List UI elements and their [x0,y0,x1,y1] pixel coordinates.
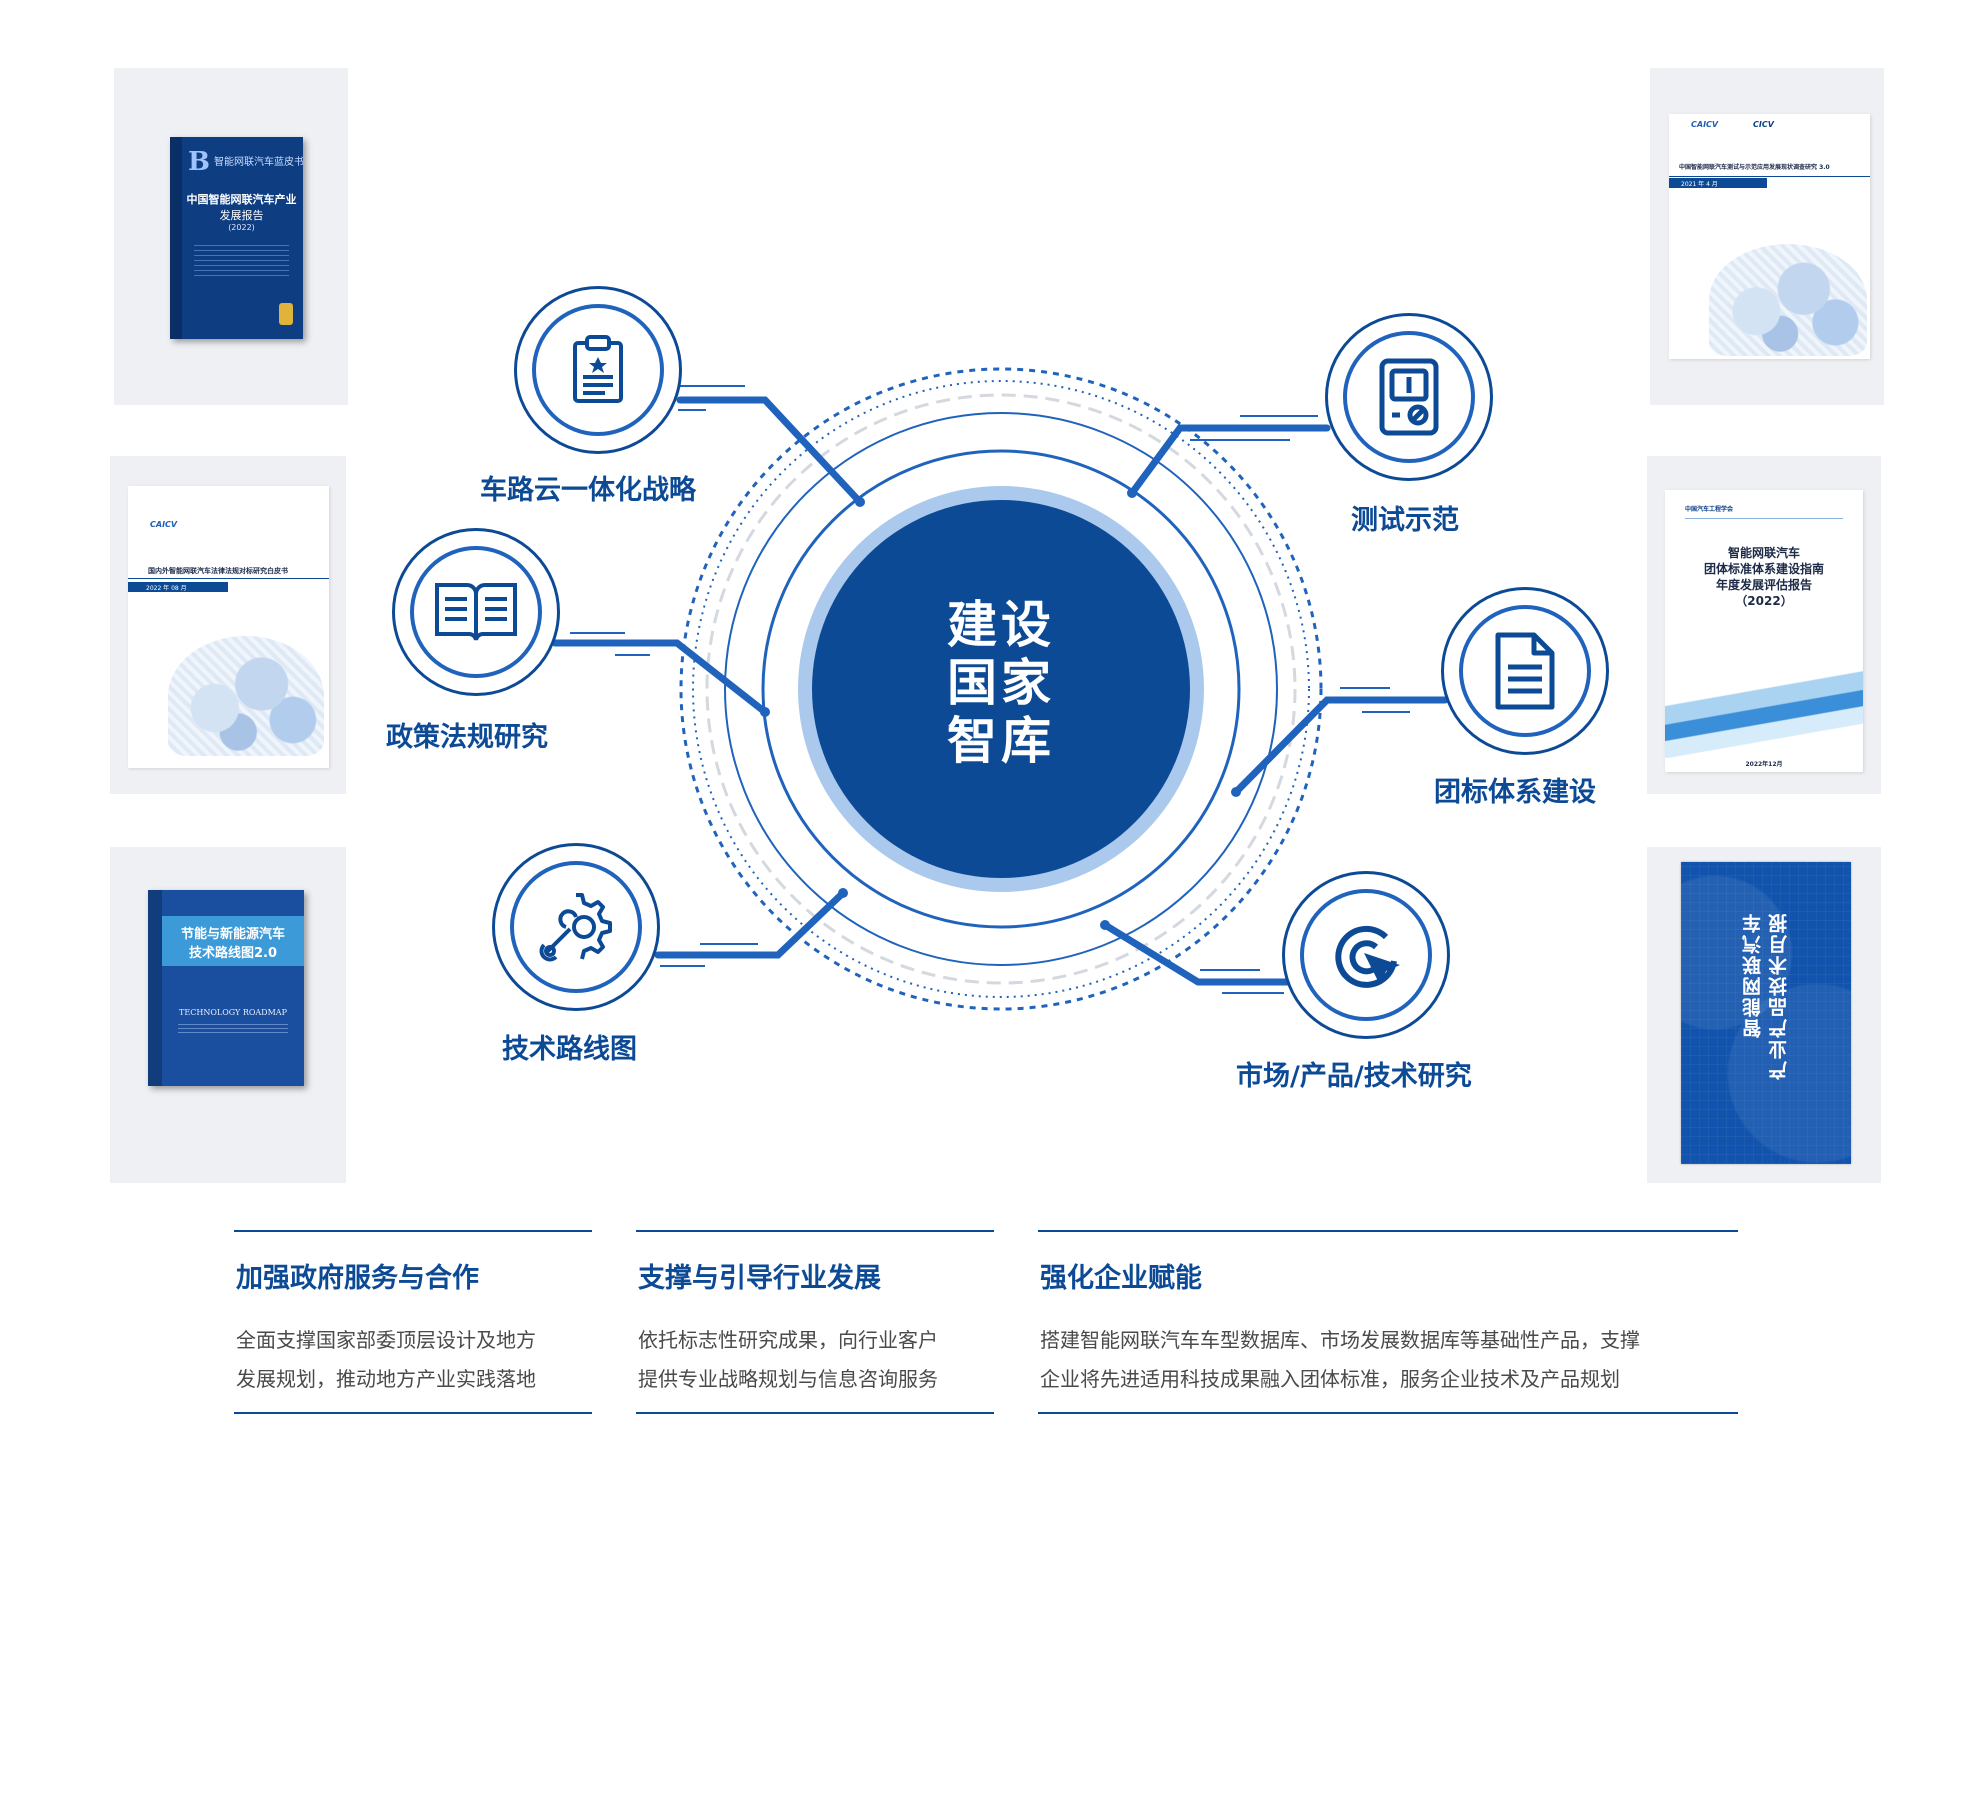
book-title: 中国智能网联汽车产业 [186,193,297,206]
book-cover-monthly-report: 智能网联汽车 产业产品技术月报 [1681,862,1851,1164]
pillar-title: 加强政府服务与合作 [236,1263,479,1294]
node-roadmap[interactable] [492,843,660,1011]
report-title-2: 团体标准体系建设指南 [1703,562,1824,576]
pillar-desc-line-1: 搭建智能网联汽车车型数据库、市场发展数据库等基础性产品，支撑 [1040,1328,1640,1352]
book-year: (2022) [228,223,255,232]
node-label-test: 测试示范 [1351,505,1459,536]
node-strategy[interactable] [514,286,682,454]
report-title: 中国智能网联汽车测试与示范应用发展现状调查研究 3.0 [1679,164,1830,171]
solid-ring-inner [761,449,1241,929]
bluebook-logo-icon: B [188,147,210,177]
node-market[interactable] [1282,871,1450,1039]
book-title-2: 技术路线图2.0 [188,946,278,961]
report-title: 智能网联汽车 [1727,546,1800,560]
hub-title: 建设 国家 智库 [812,596,1190,770]
clipboard-icon [573,335,623,403]
vehicle-cloud-icon [168,636,324,756]
connector-policy [551,639,769,716]
connector-standards [1232,696,1449,796]
connector-test [1128,424,1331,497]
report-title: 国内外智能网联汽车法律法规对标研究白皮书 [148,567,288,575]
book-cover-test-demo-survey: CAICV CICV 中国智能网联汽车测试与示范应用发展现状调查研究 3.0 2… [1669,114,1870,359]
book-decoration [194,245,289,279]
report-year: （2022） [1735,594,1793,608]
open-book-icon [435,583,517,641]
cover-pattern [1681,862,1851,1164]
meter-icon [1379,358,1439,436]
report-logo: CAICV [1691,120,1719,129]
pillar-desc-line-2: 企业将先进适用科技成果融入团体标准，服务企业技术及产品规划 [1040,1367,1620,1391]
pillar-desc-line-2: 发展规划，推动地方产业实践落地 [236,1367,536,1391]
hub-core: 建设 国家 智库 [812,500,1190,878]
pillar-industry: 支撑与引导行业发展 依托标志性研究成果，向行业客户 提供专业战略规划与信息咨询服… [636,1230,994,1414]
report-logo-2: CICV [1753,120,1774,129]
book-title-2: 发展报告 [219,209,264,222]
book-subtitle: TECHNOLOGY ROADMAP [179,1008,287,1017]
report-title-3: 年度发展评估报告 [1715,578,1812,592]
pillar-government: 加强政府服务与合作 全面支撑国家部委顶层设计及地方 发展规划，推动地方产业实践落… [234,1230,592,1414]
book-decoration [178,1024,288,1036]
hub-title-line-3: 智库 [947,712,1055,770]
node-label-standards: 团标体系建设 [1434,777,1596,808]
connector-strategy [676,396,864,506]
outer-dashed-ring [679,367,1323,1011]
pillar-enterprise: 强化企业赋能 搭建智能网联汽车车型数据库、市场发展数据库等基础性产品，支撑 企业… [1038,1230,1738,1414]
document-icon [1495,632,1555,710]
node-label-strategy: 车路云一体化战略 [480,475,696,506]
book-spine [170,137,182,339]
target-cursor-icon [1335,925,1400,988]
book-cover-ica-report: B 智能网联汽车蓝皮书 中国智能网联汽车产业 发展报告 (2022) [170,137,303,339]
report-rule [1669,176,1870,177]
pillar-title: 支撑与引导行业发展 [638,1263,881,1294]
connector-market [1101,921,1293,986]
node-label-market: 市场/产品/技术研究 [1236,1061,1472,1092]
report-rule [1685,518,1843,519]
node-test[interactable] [1325,313,1493,481]
book-spine [148,890,162,1086]
report-date-bar: 2022 年 08 月 [128,582,228,592]
solid-ring-outer [724,412,1278,966]
report-date: 2022 年 08 月 [146,585,187,592]
book-series: 智能网联汽车蓝皮书 [214,157,303,168]
gray-dashed-ring [705,393,1297,985]
node-label-roadmap: 技术路线图 [502,1034,637,1065]
hub-title-line-2: 国家 [947,654,1055,712]
wrench-gear-icon [539,893,612,962]
report-date-bar: 2021 年 4 月 [1669,178,1767,188]
pillar-title: 强化企业赋能 [1040,1263,1202,1294]
node-label-policy: 政策法规研究 [386,722,548,753]
book-badge-icon [279,303,293,325]
vehicle-cloud-icon [1709,244,1867,356]
hub-title-line-1: 建设 [947,596,1055,654]
report-logo: CAICV [150,520,178,529]
node-policy[interactable] [392,528,560,696]
book-cover-law-whitepaper: CAICV 国内外智能网联汽车法律法规对标研究白皮书 2022 年 08 月 [128,486,329,768]
report-rule [128,578,329,579]
pillar-desc-line-2: 提供专业战略规划与信息咨询服务 [638,1367,938,1391]
book-cover-tech-roadmap: 节能与新能源汽车 技术路线图2.0 TECHNOLOGY ROADMAP [148,890,304,1086]
wave-decoration [1665,668,1863,758]
node-standards[interactable] [1441,587,1609,755]
report-date: 2021 年 4 月 [1681,181,1718,188]
dotted-ring [692,380,1310,998]
report-logo: 中国汽车工程学会 [1685,506,1734,513]
pillar-desc-line-1: 全面支撑国家部委顶层设计及地方 [236,1328,536,1352]
connector-roadmap [654,889,847,959]
book-header-band [162,916,304,966]
book-title: 节能与新能源汽车 [180,927,285,942]
book-cover-standard-guide: 中国汽车工程学会 智能网联汽车 团体标准体系建设指南 年度发展评估报告 （202… [1665,490,1863,772]
report-date: 2022年12月 [1745,761,1783,768]
pillar-desc-line-1: 依托标志性研究成果，向行业客户 [638,1328,938,1352]
